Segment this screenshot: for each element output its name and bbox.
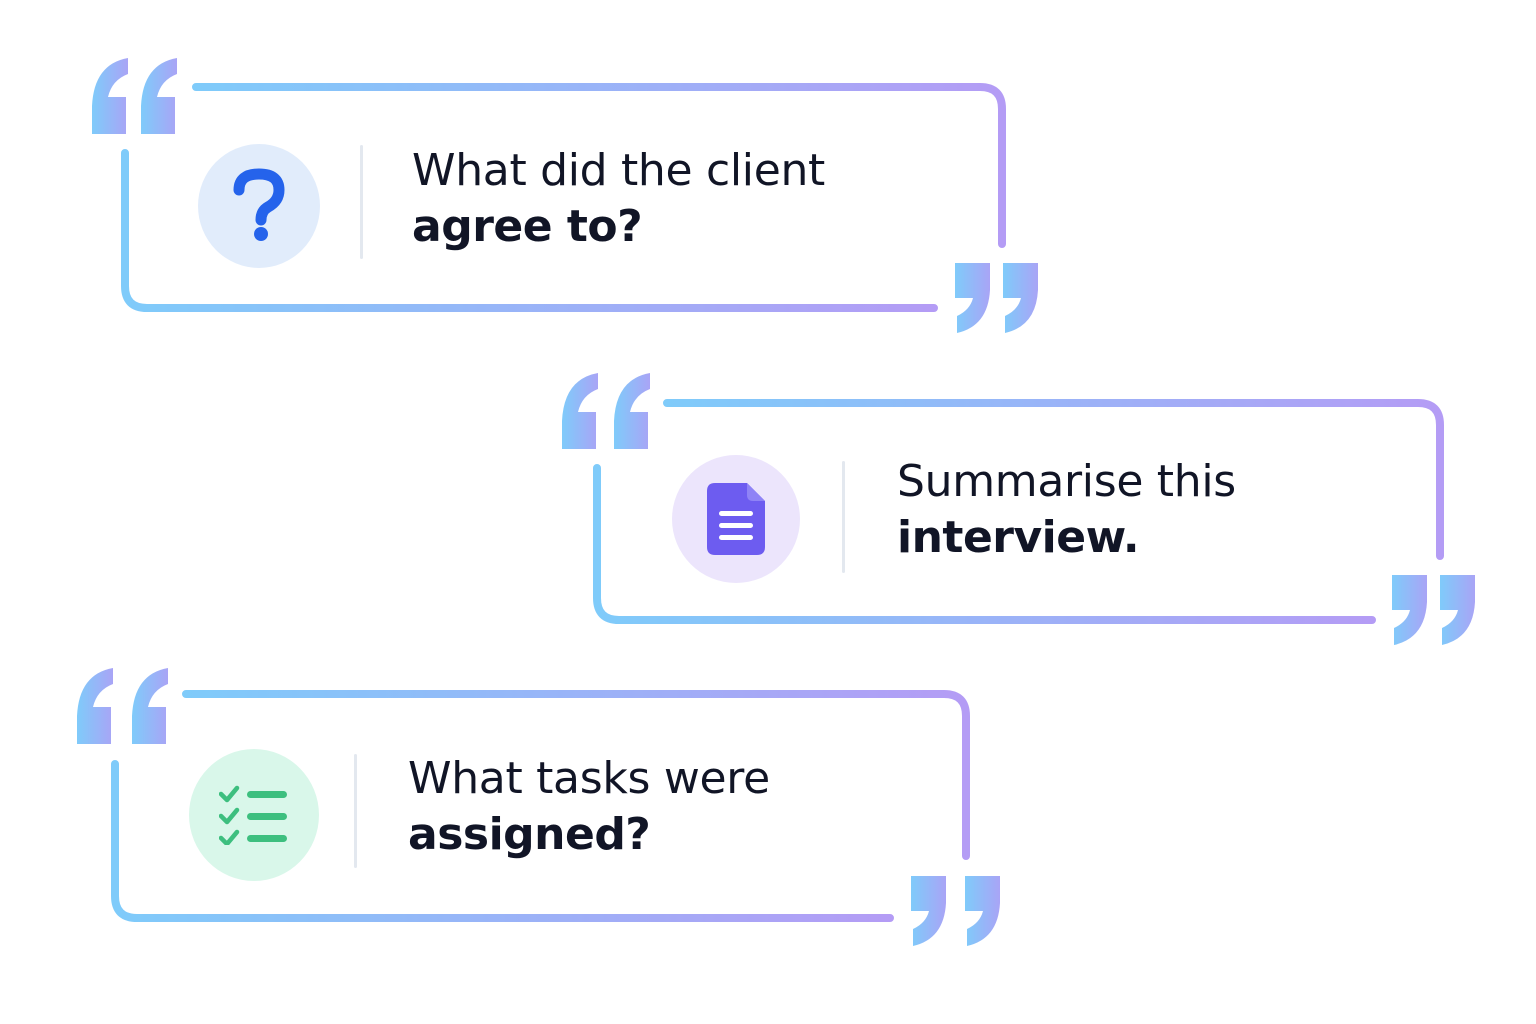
- close-quote-icon: [911, 876, 1000, 946]
- prompt-line-2: interview.: [897, 512, 1140, 563]
- prompt-text: What did the client agree to?: [412, 143, 825, 255]
- checklist-icon-badge: [189, 749, 319, 881]
- open-quote-icon: [77, 668, 168, 744]
- prompt-line-1: What did the client: [412, 145, 826, 196]
- question-icon-badge: [198, 144, 320, 268]
- card-divider: [842, 461, 845, 573]
- close-quote-icon: [1392, 575, 1475, 645]
- prompt-text: Summarise this interview.: [897, 454, 1236, 566]
- prompt-text: What tasks were assigned?: [408, 751, 770, 863]
- card-divider: [354, 754, 357, 868]
- question-mark-icon: [233, 168, 285, 241]
- open-quote-icon: [562, 373, 650, 449]
- close-quote-icon: [955, 263, 1038, 333]
- document-icon-badge: [672, 455, 800, 583]
- open-quote-icon: [92, 58, 177, 134]
- prompt-line-1: Summarise this: [897, 456, 1236, 507]
- card-divider: [360, 145, 363, 259]
- checklist-icon: [219, 785, 287, 845]
- document-icon: [707, 483, 765, 555]
- prompt-line-2: assigned?: [408, 809, 651, 860]
- prompt-line-1: What tasks were: [408, 753, 770, 804]
- prompt-line-2: agree to?: [412, 201, 643, 252]
